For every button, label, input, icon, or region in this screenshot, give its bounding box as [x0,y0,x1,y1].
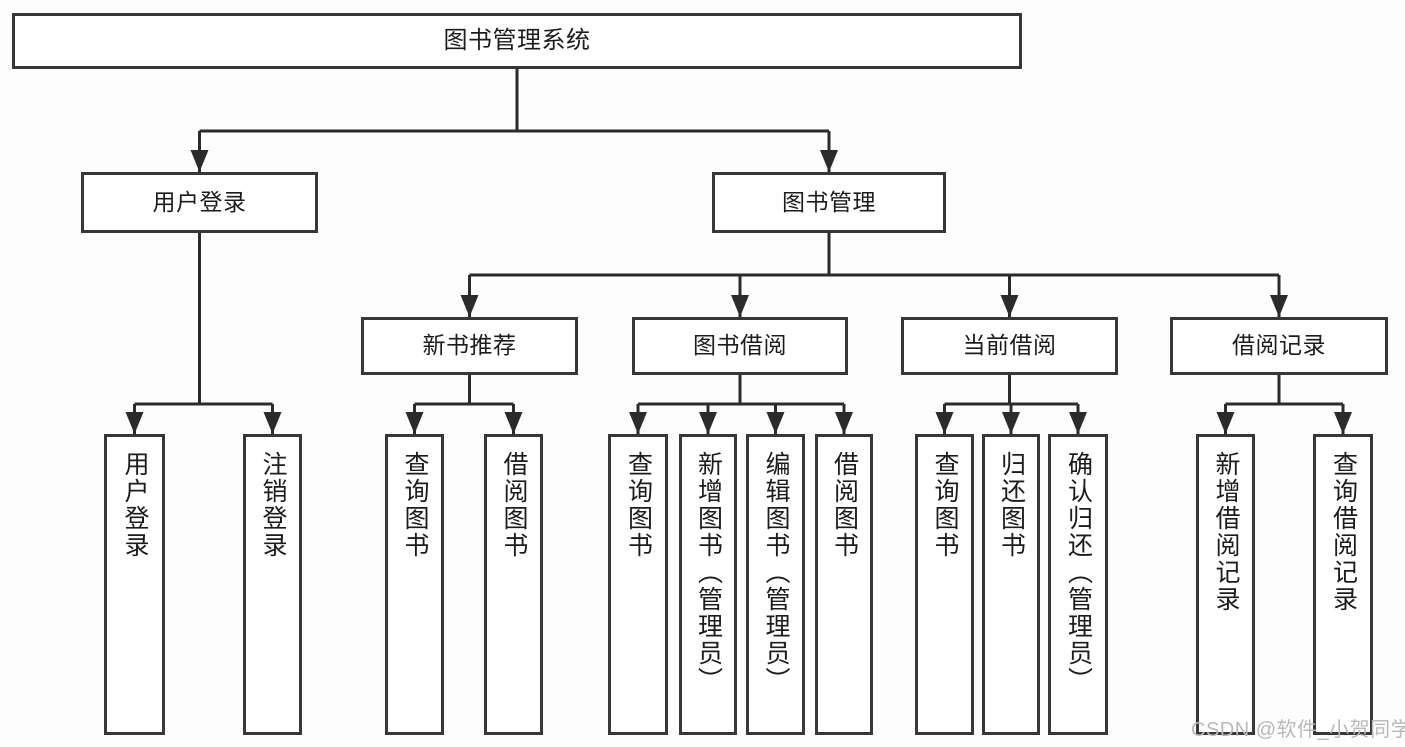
node-l3-c-query[interactable]: 查询图书 [915,434,974,735]
node-label: 用户登录 [121,451,149,559]
node-label: 新增借阅记录 [1212,451,1240,613]
connector-arrowhead [504,412,523,434]
node-label: 新书推荐 [422,332,517,359]
node-l3-new-borrow[interactable]: 借阅图书 [484,434,543,735]
node-l3-b-query[interactable]: 查询图书 [608,434,668,735]
node-l2-new[interactable]: 新书推荐 [361,317,578,375]
node-label: 用户登录 [152,188,247,215]
node-l3-c-confirm[interactable]: 确认归还（管理员） [1048,434,1108,735]
node-label: 查询图书 [624,451,653,559]
node-l2-borrow[interactable]: 图书借阅 [632,317,848,375]
connector-arrowhead [1069,412,1087,434]
node-label: 确认归还（管理员） [1064,451,1093,694]
node-label: 借阅记录 [1232,332,1326,359]
node-l3-b-borrow[interactable]: 借阅图书 [815,434,873,735]
connector-arrowhead [766,412,785,434]
connector-arrowhead [820,150,838,172]
connector-arrowhead [1002,412,1020,434]
node-l3-logout[interactable]: 注销登录 [243,434,302,735]
node-l2-current[interactable]: 当前借阅 [901,317,1118,375]
node-l3-new-query[interactable]: 查询图书 [385,434,444,735]
connector-arrowhead [1270,295,1288,317]
connector-arrowhead [1334,412,1352,434]
node-label: 借阅图书 [500,451,528,559]
node-label: 借阅图书 [830,451,859,559]
node-l3-r-query[interactable]: 查询借阅记录 [1313,434,1373,735]
node-label: 当前借阅 [962,332,1057,359]
connector-arrowhead [935,412,954,434]
node-label: 新增图书（管理员） [694,451,723,694]
node-l3-r-add[interactable]: 新增借阅记录 [1196,434,1255,735]
node-label: 图书管理 [782,188,876,215]
node-l1-user[interactable]: 用户登录 [81,172,318,233]
connector-arrowhead [405,412,424,434]
node-label: 注销登录 [259,451,287,559]
node-l3-login[interactable]: 用户登录 [104,434,165,735]
connector-arrowhead [190,150,209,172]
node-label: 编辑图书（管理员） [762,451,790,694]
node-l2-record[interactable]: 借阅记录 [1170,317,1388,375]
connector-arrowhead [835,412,853,434]
connector-arrowhead [629,412,647,434]
node-l3-b-add[interactable]: 新增图书（管理员） [679,434,737,735]
node-root[interactable]: 图书管理系统 [12,13,1022,69]
node-label: 图书管理系统 [443,26,591,54]
node-l3-b-edit[interactable]: 编辑图书（管理员） [746,434,805,735]
connector-arrowhead [1000,295,1019,317]
node-l3-c-return[interactable]: 归还图书 [982,434,1040,735]
node-label: 查询借阅记录 [1329,451,1358,613]
connector-arrowhead [460,295,479,317]
node-label: 图书借阅 [693,332,787,359]
watermark-label: CSDN @软件_小贺同学 [1191,719,1405,741]
node-label: 归还图书 [997,451,1026,559]
node-l1-book[interactable]: 图书管理 [712,172,946,233]
connector-arrowhead [1216,412,1235,434]
connector-arrowhead [125,412,144,434]
node-label: 查询图书 [401,451,429,559]
node-label: 查询图书 [931,451,959,559]
connector-arrowhead [699,412,717,434]
connector-arrowhead [731,295,749,317]
connector-arrowhead [263,412,282,434]
